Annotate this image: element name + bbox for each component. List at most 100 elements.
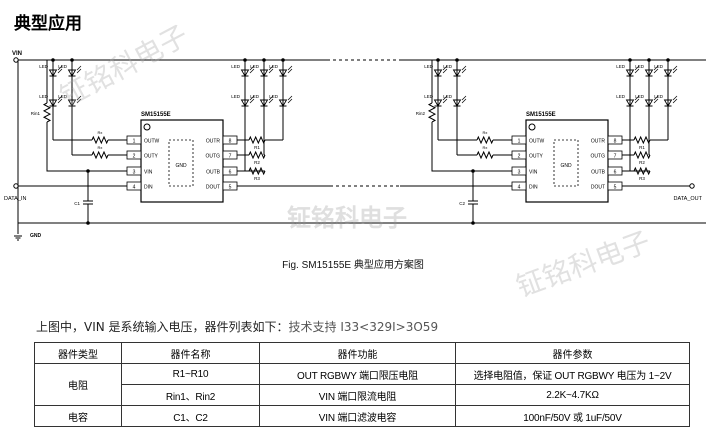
led-symbol [76, 95, 82, 101]
led-symbol [634, 95, 640, 101]
resistor-label: Rx [98, 145, 103, 150]
led-symbol [48, 69, 58, 77]
led-symbol [672, 65, 678, 71]
led-label: LED [39, 64, 49, 69]
table-header: 器件参数 [455, 342, 690, 364]
pin-number: 2 [518, 154, 521, 160]
resistor-symbol [633, 135, 651, 145]
led-symbol [259, 99, 269, 107]
led-symbol [287, 65, 293, 71]
pin-number: 1 [518, 139, 521, 145]
led-symbol [268, 68, 274, 74]
resistor-symbol [476, 135, 494, 145]
junction-dot [471, 169, 475, 173]
table-cell-param: 2.2K~4.7KΩ [455, 384, 690, 406]
led-symbol [452, 99, 462, 107]
table-row: Rin1、Rin2 VIN 端口限流电阻 2.2K~4.7KΩ [35, 384, 690, 406]
led-symbol [268, 98, 274, 104]
resistor-label: Rx [483, 130, 488, 135]
table-cell-param: 选择电阻值，保证 OUT RGBWY 电压为 1~2V [455, 363, 690, 385]
chip-gnd-pad [168, 139, 194, 187]
led-symbol [461, 65, 467, 71]
pin-name: OUTB [206, 170, 221, 176]
led-symbol [76, 98, 82, 104]
led-label: LED [424, 94, 434, 99]
led-label: LED [654, 64, 664, 69]
chip-name: SM15155E [526, 112, 556, 118]
pin-number: 7 [614, 154, 617, 160]
table-cell-function: VIN 端口滤波电容 [259, 405, 456, 427]
pin-name: OUTG [591, 154, 606, 160]
rin-label: Rin2 [416, 111, 426, 116]
led-symbol [287, 68, 293, 74]
led-symbol [653, 68, 659, 74]
resistor-label: R3 [254, 176, 260, 181]
table-row: 电容 C1、C2 VIN 端口滤波电容 100nF/50V 或 1uF/50V [34, 405, 690, 427]
table-header: 器件类型 [34, 342, 122, 364]
table-header: 器件名称 [121, 342, 260, 364]
led-symbol [249, 95, 255, 101]
junction-dot [243, 58, 247, 62]
chip-pin1-mark [528, 123, 536, 131]
table-cell-name: R1~R10 [121, 363, 260, 385]
resistor-symbol [91, 150, 109, 160]
junction-dot [86, 169, 90, 173]
led-symbol [663, 99, 673, 107]
schematic-diagram: VINGNDRin1C1LEDLEDLEDLEDRxRxSM15155EGND1… [4, 51, 706, 241]
resistor-symbol [248, 150, 266, 160]
led-symbol [287, 98, 293, 104]
junction-dot [262, 58, 266, 62]
led-symbol [672, 95, 678, 101]
led-symbol [634, 98, 640, 104]
rin-resistor [42, 102, 52, 123]
table-cell-type: 电容 [34, 405, 122, 427]
section-title: 典型应用 [14, 14, 82, 34]
pin-name: OUTR [591, 139, 606, 145]
table-cell-function: OUT RGBWY 端口限压电阻 [259, 363, 456, 385]
led-symbol [57, 65, 63, 71]
led-symbol [57, 68, 63, 74]
pin-name: OUTY [144, 154, 159, 160]
intro-text: 上图中，VIN 是系统输入电压，器件列表如下： [36, 320, 289, 334]
junction-dot [666, 58, 670, 62]
led-label: LED [654, 94, 664, 99]
pin-name: DOUT [206, 185, 220, 191]
pin-number: 5 [614, 185, 617, 191]
led-symbol [442, 95, 448, 101]
pin-box [126, 135, 142, 145]
led-symbol [461, 95, 467, 101]
led-symbol [287, 95, 293, 101]
led-label: LED [616, 64, 626, 69]
wire [431, 122, 512, 172]
led-symbol [76, 68, 82, 74]
led-symbol [442, 65, 448, 71]
wire [46, 122, 127, 172]
chip-gnd-label: GND [560, 163, 572, 169]
chip-pin1-mark [143, 123, 151, 131]
pin-number: 6 [229, 170, 232, 176]
led-symbol [76, 65, 82, 71]
resistor-label: Rx [483, 145, 488, 150]
led-symbol [67, 69, 77, 77]
led-label: LED [635, 94, 645, 99]
led-label: LED [39, 94, 49, 99]
led-symbol [461, 98, 467, 104]
led-symbol [57, 98, 63, 104]
led-symbol [442, 98, 448, 104]
led-symbol [57, 95, 63, 101]
led-symbol [249, 65, 255, 71]
pin-number: 5 [229, 185, 232, 191]
pin-number: 4 [133, 185, 136, 191]
led-symbol [625, 69, 635, 77]
resistor-label: R1 [639, 145, 645, 150]
pin-box [511, 150, 527, 160]
led-label: LED [231, 94, 241, 99]
led-label: LED [250, 64, 260, 69]
led-symbol [663, 69, 673, 77]
led-symbol [442, 68, 448, 74]
rin-label: Rin1 [31, 111, 41, 116]
pin-name: OUTY [529, 154, 544, 160]
resistor-label: R3 [639, 176, 645, 181]
junction-dot [455, 58, 459, 62]
pin-box [126, 166, 142, 176]
